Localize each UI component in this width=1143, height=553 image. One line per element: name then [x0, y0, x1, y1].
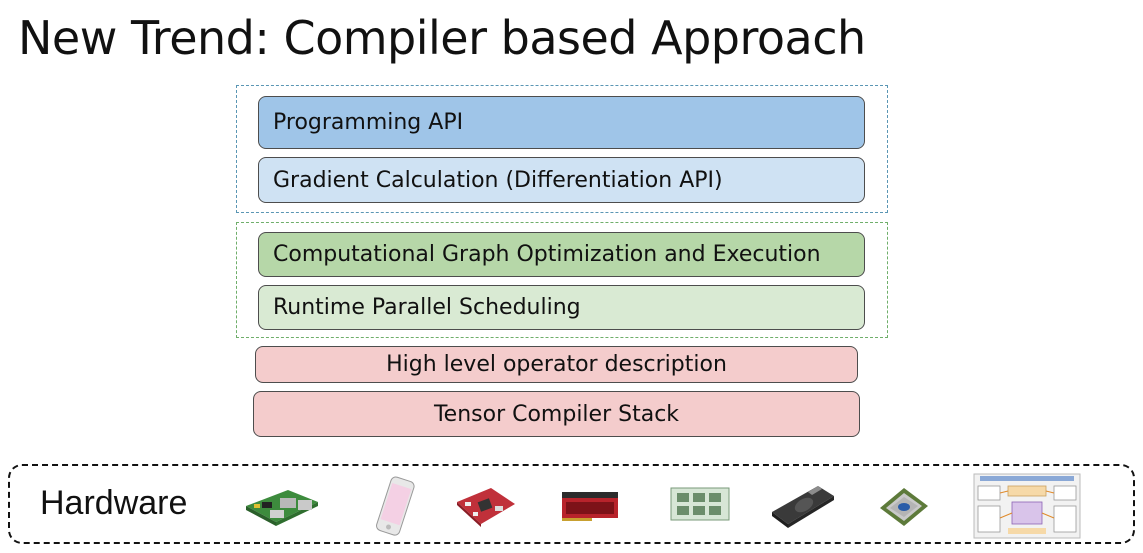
- runtime-scheduling-layer: Runtime Parallel Scheduling: [258, 285, 865, 330]
- graph-runtime-group: [236, 222, 888, 338]
- accelerator-diagram-icon: [973, 473, 1081, 539]
- nvidia-gpu-icon: [772, 486, 834, 528]
- gpu-card-icon: [562, 492, 618, 521]
- graph-optimization-layer: Computational Graph Optimization and Exe…: [258, 232, 865, 277]
- page-title: New Trend: Compiler based Approach: [18, 11, 866, 65]
- intel-cpu-icon: [880, 488, 928, 526]
- tensor-compiler-layer: Tensor Compiler Stack: [253, 391, 860, 437]
- fpga-board-icon: [457, 488, 515, 527]
- hardware-container: Hardware: [8, 464, 1135, 544]
- programming-api-layer: Programming API: [258, 96, 865, 149]
- gradient-calculation-layer: Gradient Calculation (Differentiation AP…: [258, 157, 865, 203]
- hardware-label: Hardware: [40, 484, 188, 522]
- accelerator-board-icon: [670, 487, 730, 521]
- frontend-api-group: [236, 85, 888, 213]
- raspberry-pi-board-icon: [246, 490, 318, 526]
- smartphone-icon: [376, 476, 415, 536]
- operator-description-layer: High level operator description: [255, 346, 858, 383]
